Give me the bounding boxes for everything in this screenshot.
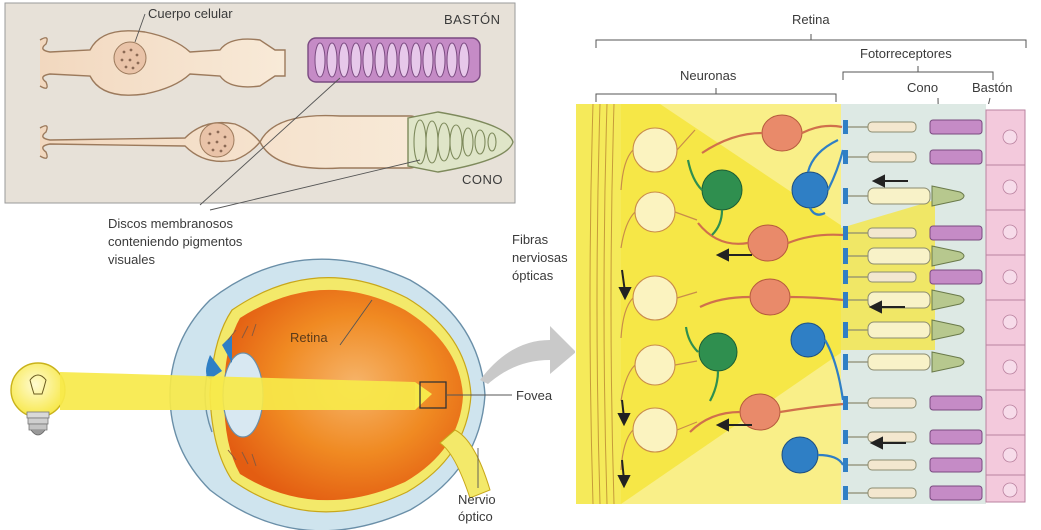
discs-label-line1: Discos membranosos (108, 216, 233, 231)
light-bulb (11, 363, 65, 435)
zoom-arrow-icon (480, 326, 576, 384)
eye-retina-label: Retina (290, 330, 328, 345)
optic-nerve-label-line2: óptico (458, 509, 493, 524)
section-rod-label: Bastón (972, 80, 1012, 95)
photoreceptor-panel (5, 3, 515, 210)
fovea-label: Fovea (516, 388, 552, 403)
rod-outer-segment (308, 38, 480, 82)
photoreceptors-label: Fotorreceptores (860, 46, 952, 61)
rod-label: BASTÓN (444, 12, 500, 27)
optic-nerve-label-line1: Nervio (458, 492, 496, 507)
section-cone-label: Cono (907, 80, 938, 95)
discs-label-line3: visuales (108, 252, 155, 267)
discs-label-line2: conteniendo pigmentos (108, 234, 242, 249)
retina-section-label: Retina (792, 12, 830, 27)
retina-section (575, 34, 1026, 504)
cell-body-label: Cuerpo celular (148, 6, 233, 21)
fibers-label-line1: Fibras (512, 232, 548, 247)
neurons-label: Neuronas (680, 68, 736, 83)
fibers-label-line2: nerviosas (512, 250, 568, 265)
cone-label: CONO (462, 172, 503, 187)
fibers-label-line3: ópticas (512, 268, 553, 283)
